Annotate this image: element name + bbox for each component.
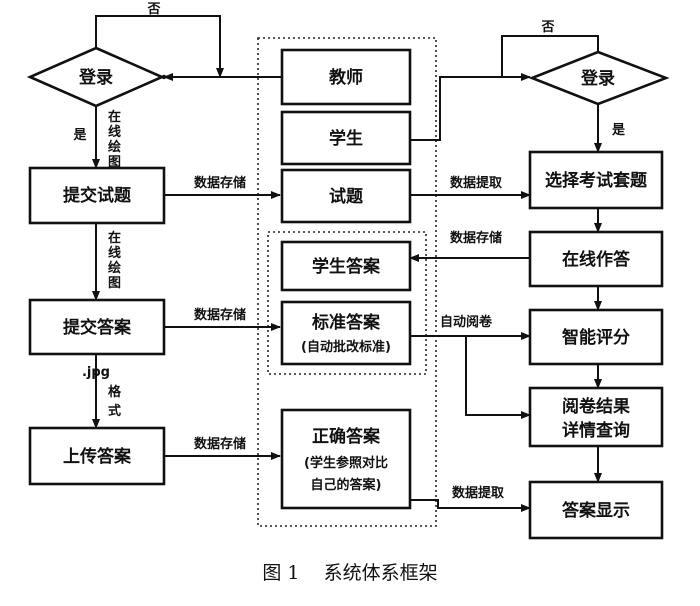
edge-student-to-login (410, 73, 531, 141)
node-upload-answers: 上传答案 (28, 426, 166, 486)
edge-label-format-c: 式 (108, 403, 121, 419)
edge-label-store-2: 数据存储 (194, 307, 246, 323)
login-right-label: 登录 (580, 68, 615, 89)
standard-answers-note: (自动批改标准) (301, 339, 391, 355)
node-answer-display: 答案显示 (528, 480, 664, 540)
edge-label-store-3: 数据存储 (194, 436, 246, 452)
edge-label-format-b: 格 (108, 384, 122, 400)
figure-caption: 图 1 系统体系框架 (262, 562, 437, 584)
student-label: 学生 (329, 128, 363, 149)
node-teacher: 教师 (280, 48, 412, 106)
edge-label-online-draw-1-c: 绘 (108, 139, 121, 155)
correct-answers-note-2: 自己的答案) (311, 477, 382, 493)
questions-label: 试题 (329, 187, 364, 207)
edge-label-online-draw-2-a: 在 (108, 230, 121, 246)
node-select-exam: 选择考试套题 (528, 150, 664, 210)
node-online-answer: 在线作答 (528, 230, 664, 288)
edge-label-store-1: 数据存储 (194, 175, 246, 191)
edge-label-auto-grade: 自动阅卷 (440, 314, 493, 330)
node-correct-answers: 正确答案 (学生参照对比 自己的答案) (280, 408, 412, 510)
edge-left-no-loop (95, 15, 224, 78)
edge-label-no-right: 否 (540, 20, 554, 35)
answer-display-label: 答案显示 (562, 500, 630, 521)
upload-answers-label: 上传答案 (63, 446, 132, 467)
correct-answers-label: 正确答案 (312, 426, 381, 447)
edge-label-extract-2: 数据提取 (452, 485, 505, 501)
student-answers-label: 学生答案 (312, 256, 381, 277)
node-submit-questions: 提交试题 (28, 166, 166, 225)
node-questions: 试题 (280, 168, 412, 224)
edge-label-no-left: 否 (146, 2, 160, 17)
edge-label-format-a: .jpg (82, 365, 110, 380)
login-decision-left: 登录 (26, 46, 166, 108)
edge-label-yes-left: 是 (72, 128, 87, 143)
standard-answers-label: 标准答案 (312, 312, 381, 333)
edge-label-store-4: 数据存储 (450, 230, 502, 246)
teacher-label: 教师 (328, 67, 363, 88)
edge-label-online-draw-2-d: 图 (108, 276, 121, 291)
login-left-label: 登录 (78, 67, 113, 88)
node-standard-answers: 标准答案 (自动批改标准) (280, 300, 412, 366)
submit-questions-label: 提交试题 (63, 185, 132, 206)
smart-scoring-label: 智能评分 (562, 327, 630, 348)
edge-label-online-draw-1-d: 图 (108, 155, 121, 170)
node-student-answers: 学生答案 (280, 240, 412, 292)
edge-label-online-draw-2-c: 绘 (108, 260, 121, 276)
node-smart-scoring: 智能评分 (528, 308, 664, 366)
submit-answers-label: 提交答案 (63, 317, 132, 338)
edge-label-online-draw-2-b: 线 (108, 245, 121, 261)
edge-extract-correct (410, 499, 531, 512)
online-answer-label: 在线作答 (562, 249, 631, 270)
login-decision-right: 登录 (528, 50, 670, 106)
select-exam-label: 选择考试套题 (545, 170, 648, 191)
result-query-label-1: 阅卷结果 (562, 396, 630, 417)
central-database-boundary (257, 37, 437, 527)
edge-label-online-draw-1-b: 线 (108, 124, 121, 140)
node-result-query: 阅卷结果 详情查询 (528, 386, 664, 448)
edge-auto-grade-to-query (465, 336, 531, 419)
edge-label-online-draw-1-a: 在 (108, 109, 121, 125)
node-student: 学生 (280, 110, 412, 166)
result-query-label-2: 详情查询 (562, 420, 630, 441)
correct-answers-note-1: (学生参照对比 (304, 455, 388, 471)
edge-label-extract-1: 数据提取 (450, 175, 503, 191)
edge-label-yes-right: 是 (611, 123, 626, 138)
node-submit-answers: 提交答案 (28, 298, 166, 356)
edge-right-no-loop (501, 35, 599, 77)
